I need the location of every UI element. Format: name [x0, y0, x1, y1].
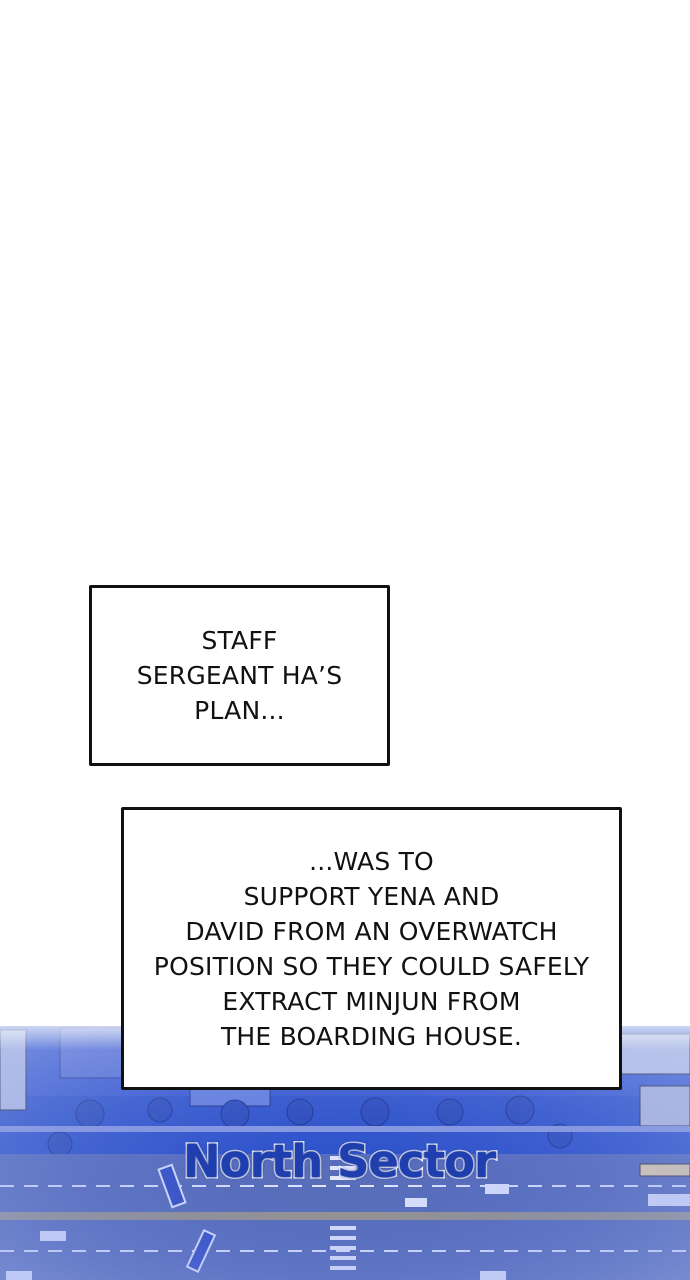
- caption-line: PLAN...: [194, 696, 285, 725]
- caption-text: ...WAS TO SUPPORT YENA AND DAVID FROM AN…: [154, 844, 589, 1054]
- narration-caption-1: STAFF SERGEANT HA’S PLAN...: [89, 585, 390, 766]
- caption-line: POSITION SO THEY COULD SAFELY: [153, 951, 590, 981]
- caption-line: SERGEANT HA’S: [136, 661, 343, 690]
- caption-line: SUPPORT YENA AND: [243, 881, 500, 911]
- caption-line: THE BOARDING HOUSE.: [220, 1021, 523, 1051]
- caption-line: STAFF: [201, 626, 278, 655]
- caption-line: EXTRACT MINJUN FROM: [222, 986, 521, 1016]
- caption-line: ...WAS TO: [309, 846, 434, 876]
- narration-caption-2: ...WAS TO SUPPORT YENA AND DAVID FROM AN…: [121, 807, 622, 1090]
- north-sector-label: North Sector: [181, 1134, 497, 1190]
- caption-line: DAVID FROM AN OVERWATCH: [185, 916, 558, 946]
- caption-text: STAFF SERGEANT HA’S PLAN...: [137, 623, 343, 728]
